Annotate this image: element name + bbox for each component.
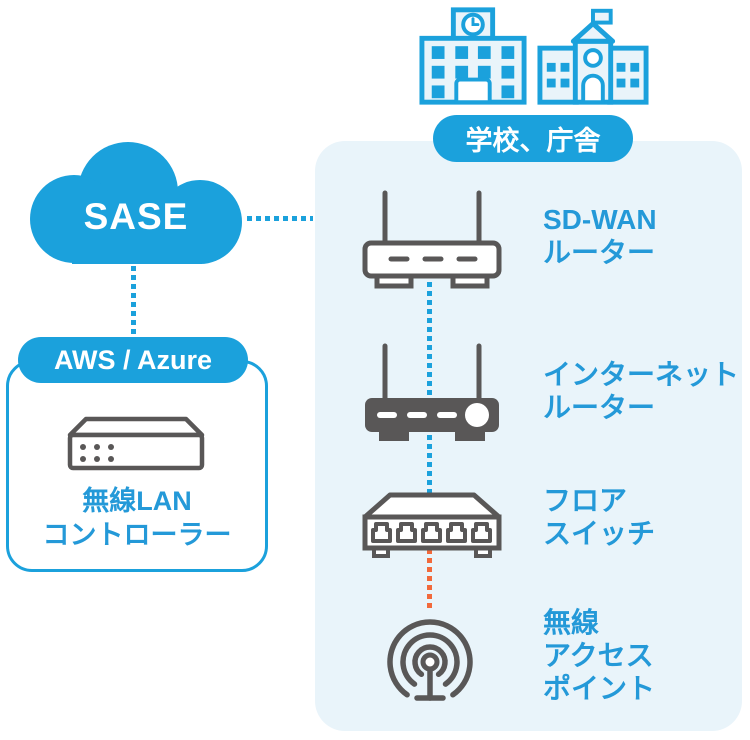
link-sase-to-aws <box>131 266 136 337</box>
wireless-lan-controller-label: 無線LAN コントローラー <box>42 486 232 550</box>
sase-cloud-icon <box>30 142 242 264</box>
school-building-icon <box>419 7 527 105</box>
internet-router-label: インターネット ルーター <box>543 359 740 423</box>
sd-wan-router-icon <box>362 190 502 289</box>
internet-router-icon <box>365 343 499 441</box>
government-building-icon <box>537 8 649 105</box>
floor-switch-label: フロア スイッチ <box>543 485 656 549</box>
aws-badge: AWS / Azure <box>18 337 248 383</box>
wireless-lan-controller-icon <box>67 416 205 471</box>
link-sase-to-site <box>247 216 313 221</box>
sd-wan-router-label: SD-WAN ルーター <box>543 204 657 268</box>
site-badge: 学校、庁舎 <box>433 115 633 162</box>
floor-switch-icon <box>362 492 502 558</box>
wireless-access-point-icon <box>387 619 473 701</box>
link-sdwan-to-switch <box>427 282 432 497</box>
link-switch-to-ap <box>427 549 432 611</box>
aws-badge-label: AWS / Azure <box>53 344 213 375</box>
site-badge-label: 学校、庁舎 <box>465 126 601 156</box>
sase-label: SASE <box>83 196 189 237</box>
wireless-access-point-label: 無線 アクセス ポイント <box>543 607 656 704</box>
